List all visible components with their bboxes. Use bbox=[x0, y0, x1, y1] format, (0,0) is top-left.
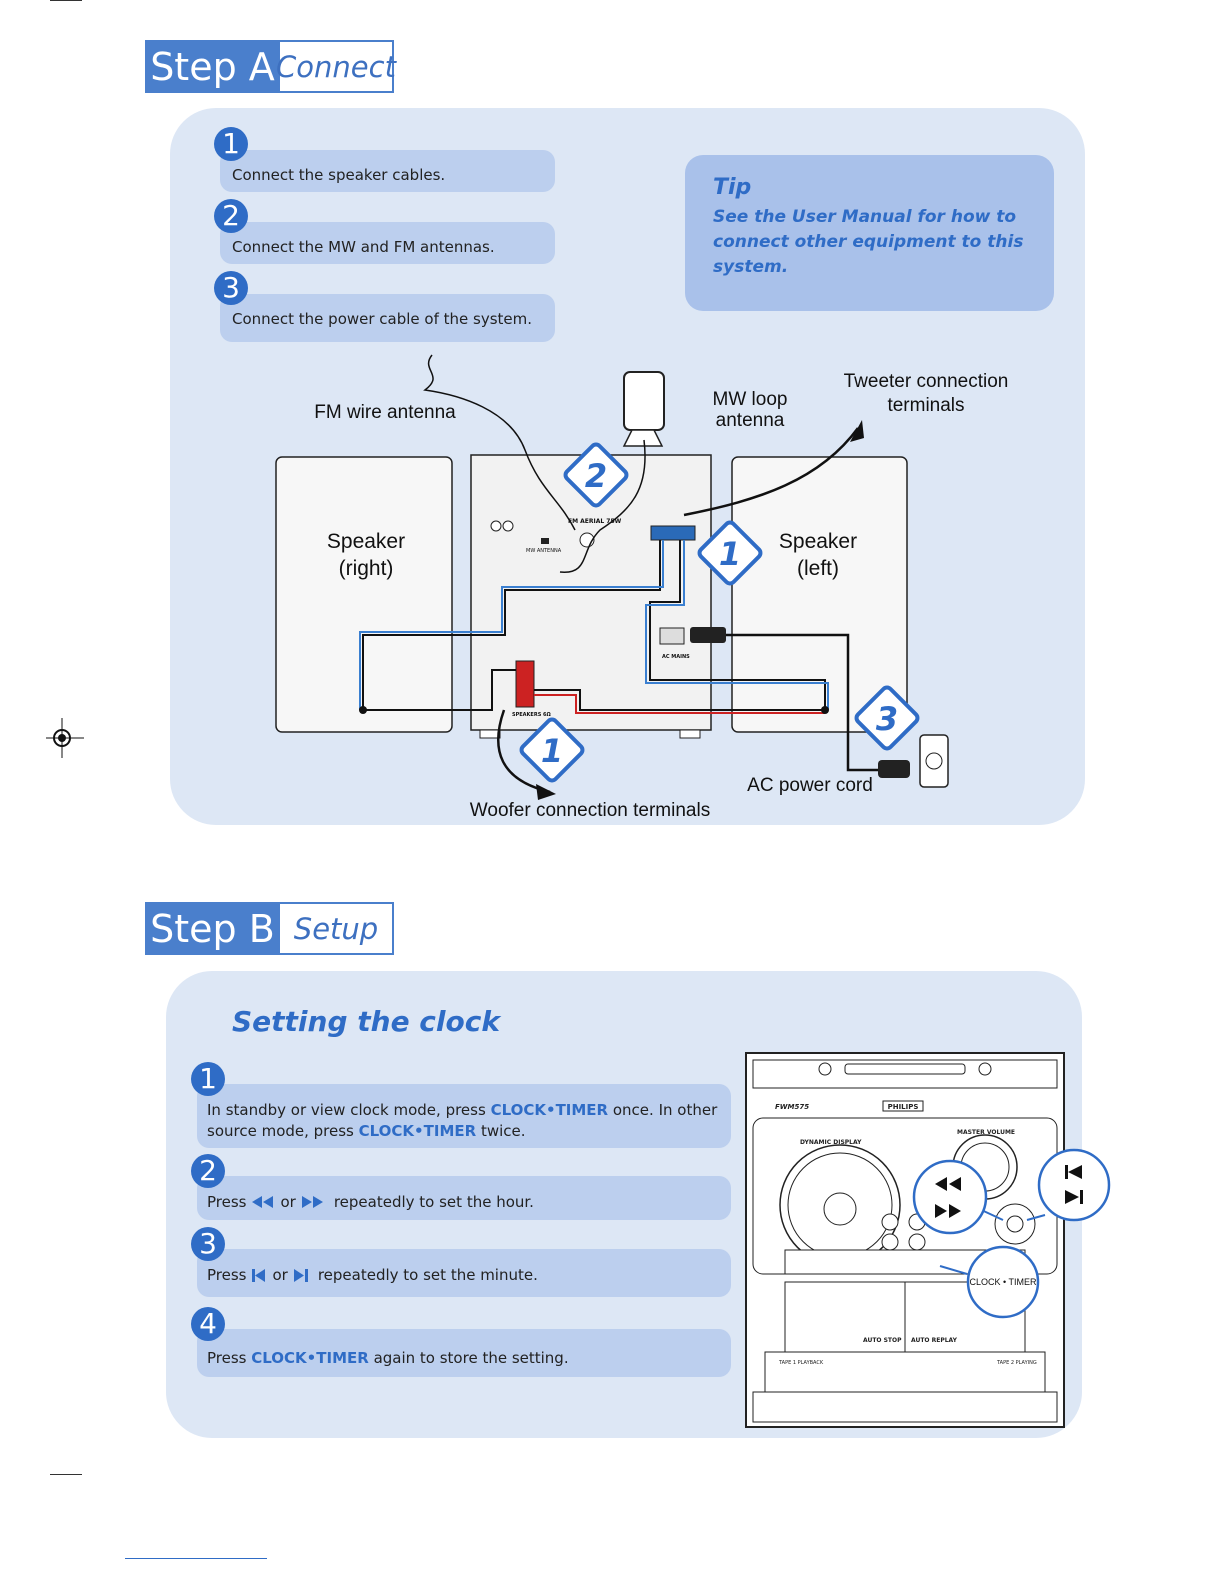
svg-text:3: 3 bbox=[876, 700, 898, 738]
svg-text:1: 1 bbox=[541, 732, 563, 770]
clock-step-2: Press or repeatedly to set the hour. bbox=[197, 1176, 731, 1220]
clock-step-1: In standby or view clock mode, press CLO… bbox=[197, 1084, 731, 1148]
ac-cord-label: AC power cord bbox=[747, 775, 873, 796]
rewind-icon bbox=[252, 1196, 274, 1208]
step-b-name: Setup bbox=[280, 902, 394, 955]
speaker-left-box bbox=[731, 456, 908, 733]
footer-rule bbox=[125, 1558, 267, 1559]
clock-step-1-number: 1 bbox=[191, 1062, 225, 1096]
mw-loop-label-2: antenna bbox=[715, 410, 785, 431]
registration-mark-icon bbox=[46, 718, 84, 758]
clock-section-title: Setting the clock bbox=[232, 1005, 500, 1038]
tip-body: See the User Manual for how to connect o… bbox=[713, 207, 1024, 277]
stereo-device-illustration: PHILIPS FWM575 DYNAMIC DISPLAY MASTER VO… bbox=[745, 1052, 1111, 1428]
svg-text:TAPE 2 PLAYING: TAPE 2 PLAYING bbox=[996, 1360, 1037, 1366]
svg-text:PHILIPS: PHILIPS bbox=[888, 1103, 919, 1111]
clock-step-2-number: 2 bbox=[191, 1154, 225, 1188]
woofer-label: Woofer connection terminals bbox=[469, 800, 711, 821]
connect-step-2-text: Connect the MW and FM antennas. bbox=[232, 238, 495, 256]
fast-forward-icon bbox=[301, 1196, 323, 1208]
tweeter-label-2: terminals bbox=[887, 395, 965, 416]
tip-box: Tip See the User Manual for how to conne… bbox=[685, 155, 1054, 311]
crop-mark bbox=[50, 1474, 82, 1475]
svg-text:SPEAKERS 6Ω: SPEAKERS 6Ω bbox=[512, 712, 552, 718]
svg-text:AC MAINS: AC MAINS bbox=[662, 654, 690, 660]
svg-text:TAPE 1 PLAYBACK: TAPE 1 PLAYBACK bbox=[778, 1360, 824, 1366]
clock-step-4: Press CLOCK•TIMER again to store the set… bbox=[197, 1329, 731, 1377]
tweeter-label-1: Tweeter connection bbox=[843, 371, 1009, 392]
next-icon bbox=[293, 1268, 308, 1282]
fm-antenna-label: FM wire antenna bbox=[314, 402, 456, 423]
rewind-forward-callout bbox=[912, 1159, 988, 1235]
tip-title: Tip bbox=[713, 175, 752, 200]
svg-text:AUTO STOP: AUTO STOP bbox=[863, 1337, 902, 1344]
connect-step-1-number: 1 bbox=[214, 127, 248, 161]
svg-text:FWM575: FWM575 bbox=[775, 1103, 809, 1111]
svg-text:FM AERIAL 75W: FM AERIAL 75W bbox=[568, 518, 622, 525]
badge-2 bbox=[563, 442, 629, 508]
badge-1-bottom bbox=[519, 717, 585, 783]
speaker-left-label-2: (left) bbox=[797, 557, 839, 580]
connect-step-2: Connect the MW and FM antennas. bbox=[220, 222, 555, 264]
connect-step-3-text: Connect the power cable of the system. bbox=[232, 310, 533, 328]
svg-text:CLOCK • TIMER: CLOCK • TIMER bbox=[970, 1277, 1037, 1287]
mw-loop-label-1: MW loop bbox=[712, 389, 788, 410]
connect-step-1-text: Connect the speaker cables. bbox=[232, 166, 446, 184]
badge-3 bbox=[854, 685, 920, 751]
previous-icon bbox=[252, 1268, 266, 1282]
connect-step-3: Connect the power cable of the system. bbox=[220, 294, 555, 342]
speaker-right-box bbox=[275, 456, 453, 733]
svg-text:MASTER VOLUME: MASTER VOLUME bbox=[957, 1129, 1015, 1136]
svg-text:MW ANTENNA: MW ANTENNA bbox=[526, 548, 562, 554]
clock-timer-key: CLOCK•TIMER bbox=[358, 1122, 477, 1140]
speaker-right-label-1: Speaker bbox=[326, 530, 406, 553]
connect-step-1: Connect the speaker cables. bbox=[220, 150, 555, 192]
crop-mark bbox=[50, 0, 82, 1]
clock-step-3-number: 3 bbox=[191, 1227, 225, 1261]
svg-text:AUTO REPLAY: AUTO REPLAY bbox=[911, 1337, 958, 1344]
step-a-name: Connect bbox=[276, 40, 396, 93]
clock-step-3: Press or repeatedly to set the minute. bbox=[197, 1249, 731, 1297]
connect-step-2-number: 2 bbox=[214, 199, 248, 233]
clock-step-4-number: 4 bbox=[191, 1307, 225, 1341]
clock-timer-key: CLOCK•TIMER bbox=[490, 1101, 609, 1119]
speaker-right-label-2: (right) bbox=[338, 557, 394, 580]
connection-diagram: 2 1 3 1 FM AERIAL 75W MW ANTENNA AC MAIN… bbox=[275, 354, 949, 800]
step-b-label: Step B bbox=[145, 902, 280, 955]
badge-1-top bbox=[697, 520, 763, 586]
svg-text:1: 1 bbox=[719, 535, 741, 573]
speaker-left-label-1: Speaker bbox=[778, 530, 858, 553]
prev-next-callout bbox=[1037, 1148, 1111, 1222]
step-a-label: Step A bbox=[145, 40, 280, 93]
svg-text:DYNAMIC DISPLAY: DYNAMIC DISPLAY bbox=[800, 1139, 862, 1146]
step-a-header: Step A Connect bbox=[145, 40, 396, 93]
svg-text:2: 2 bbox=[585, 457, 607, 495]
connect-step-3-number: 3 bbox=[214, 271, 248, 305]
step-b-header: Step B Setup bbox=[145, 902, 394, 955]
clock-timer-key: CLOCK•TIMER bbox=[251, 1349, 369, 1367]
clock-timer-callout: CLOCK • TIMER bbox=[966, 1245, 1040, 1319]
